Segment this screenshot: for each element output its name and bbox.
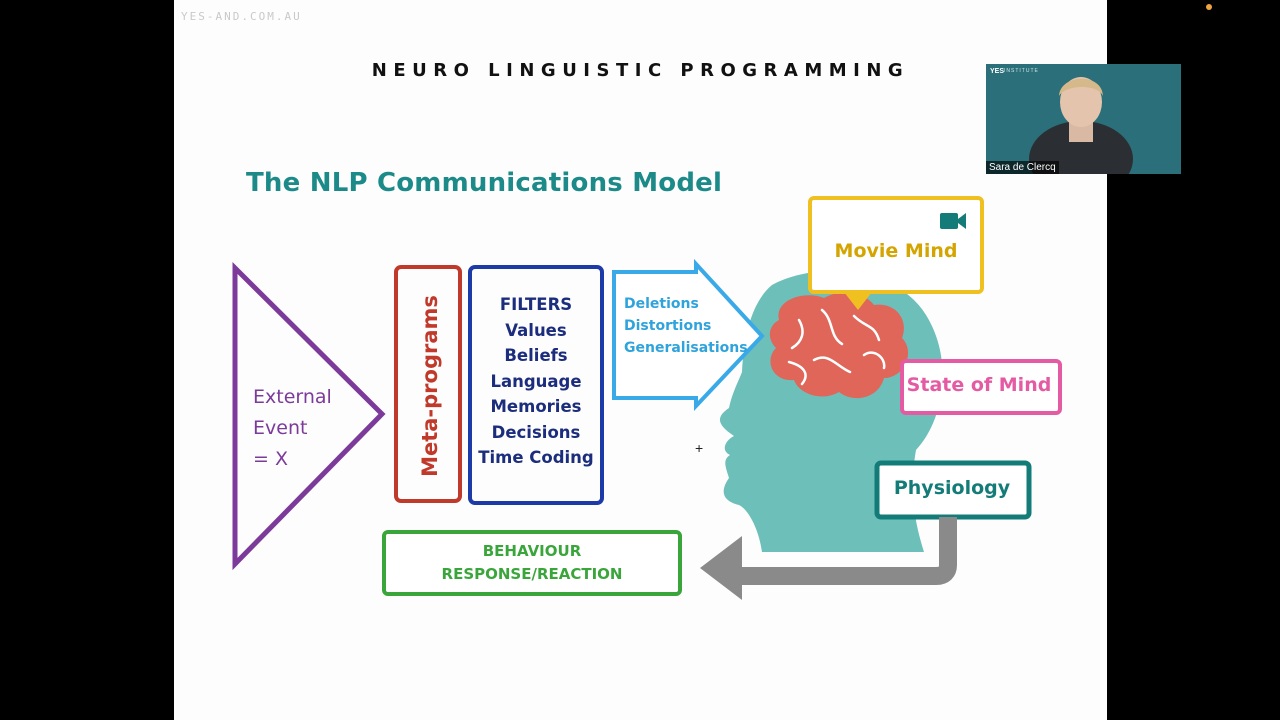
- nlp-diagram: [232, 196, 1062, 600]
- webcam-tile[interactable]: YES INSTITUTE Sara de Clercq: [986, 64, 1181, 174]
- recording-indicator: [1206, 4, 1212, 10]
- state-of-mind-box: [900, 359, 1062, 415]
- behaviour-box: [382, 530, 682, 596]
- behaviour-line-2: RESPONSE/REACTION: [441, 565, 623, 583]
- meta-programs-box: [394, 265, 462, 503]
- behaviour-label: BEHAVIOUR RESPONSE/REACTION: [384, 540, 680, 586]
- physiology-label: Physiology: [893, 477, 1011, 499]
- movie-mind-label: Movie Mind: [834, 240, 958, 262]
- process-item: Generalisations: [624, 340, 748, 356]
- filter-item: Decisions: [491, 422, 581, 442]
- process-item: Distortions: [624, 318, 712, 334]
- processes-list: Deletions Distortions Generalisations: [624, 293, 748, 359]
- meta-programs-label: Meta-programs: [418, 295, 442, 477]
- presenter-video: [1029, 77, 1133, 174]
- slide-header: NEURO LINGUISTIC PROGRAMMING: [371, 60, 910, 81]
- process-item: Deletions: [624, 296, 699, 312]
- slide-title: The NLP Communications Model: [246, 168, 723, 198]
- return-arrow: [739, 517, 957, 585]
- processes-arrow: [612, 258, 765, 412]
- return-arrowhead: [700, 536, 742, 600]
- watermark: YES-AND.COM.AU: [181, 10, 302, 23]
- crosshair-cursor: +: [695, 440, 704, 456]
- presentation-slide: YES-AND.COM.AU NEURO LINGUISTIC PROGRAMM…: [174, 0, 1107, 720]
- brain-icon: [769, 292, 909, 399]
- filter-item: Memories: [490, 397, 582, 416]
- external-line-1: External: [253, 386, 332, 408]
- filters-list: FILTERS Values Beliefs Language Memories…: [470, 292, 602, 471]
- external-line-2: Event: [253, 417, 308, 439]
- state-of-mind-label: State of Mind: [906, 374, 1052, 396]
- video-camera-icon: [940, 213, 966, 229]
- filter-item: Beliefs: [504, 346, 568, 365]
- movie-mind-pointer: [844, 292, 872, 310]
- filter-item: Values: [505, 320, 567, 340]
- filters-heading: FILTERS: [499, 295, 573, 314]
- movie-mind-box: [808, 196, 984, 294]
- behaviour-line-1: BEHAVIOUR: [482, 542, 582, 560]
- webcam-logo: YES: [990, 68, 1005, 75]
- webcam-logo-sub: INSTITUTE: [1004, 68, 1039, 74]
- filter-item: Language: [490, 371, 582, 391]
- external-line-3: = X: [253, 448, 288, 470]
- webcam-name-label: Sara de Clercq: [986, 161, 1059, 174]
- external-event-triangle: [232, 261, 386, 571]
- filters-box: [468, 265, 604, 505]
- filter-item: Time Coding: [478, 448, 594, 467]
- external-event-label: External Event = X: [253, 382, 353, 475]
